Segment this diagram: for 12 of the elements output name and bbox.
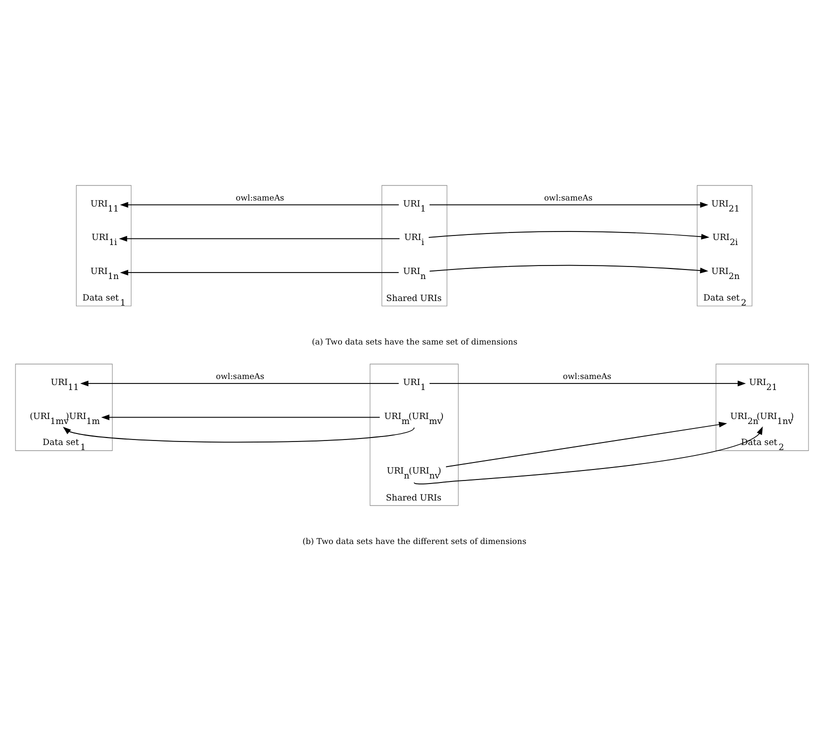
arrow [120,270,400,276]
arrow [429,264,708,274]
arrow [429,380,746,386]
arrow [120,202,400,208]
arrow [80,380,400,386]
arrow [428,231,710,240]
arrow [62,426,415,443]
arrow [414,426,763,484]
arrow [118,236,400,242]
arrow [101,414,380,420]
arrow [446,422,728,468]
arrow [429,202,708,208]
